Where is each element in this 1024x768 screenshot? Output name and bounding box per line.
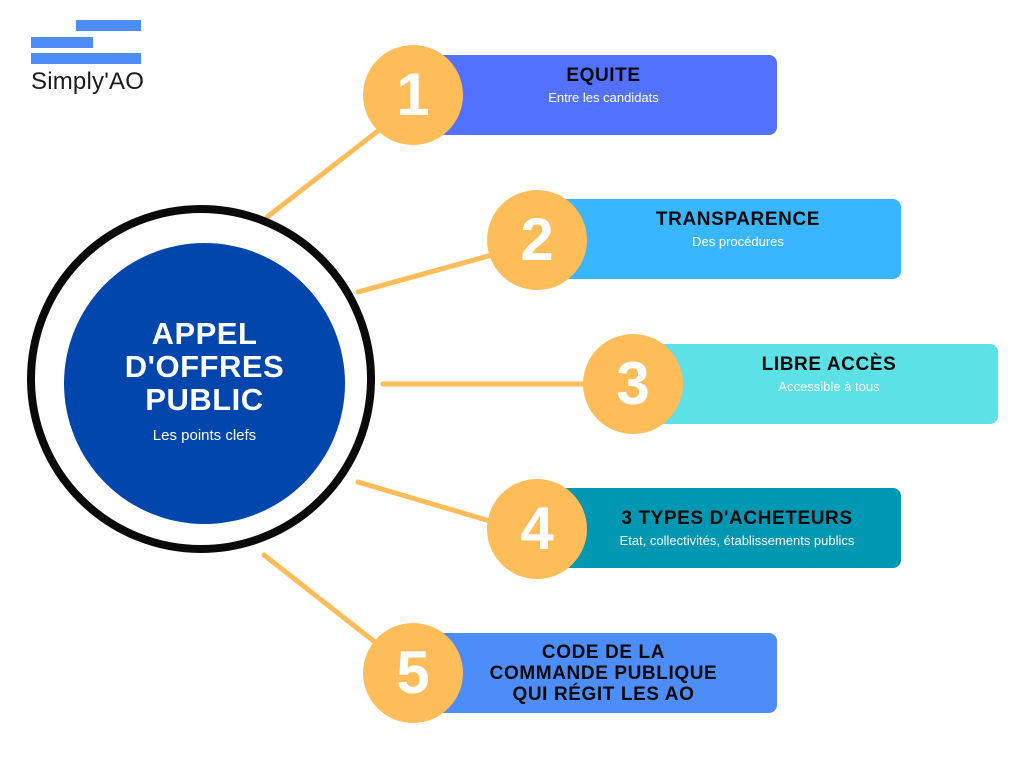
connector-line-1 [264, 117, 395, 220]
connector-line-5 [261, 552, 388, 653]
hub-circle: APPEL D'OFFRES PUBLIC Les points clefs [64, 243, 345, 524]
point-description: Entre les candidats [548, 90, 659, 105]
brand-name: Simply'AO [31, 68, 145, 95]
number-badge-2: 2 [487, 190, 587, 290]
point-card-equite: EQUITE Entre les candidats [430, 55, 777, 135]
connector-line-4 [355, 479, 513, 530]
point-card-acheteurs: 3 TYPES D'ACHETEURS Etat, collectivités,… [555, 488, 901, 568]
point-title: EQUITE [566, 65, 641, 86]
point-card-transparence: TRANSPARENCE Des procédures [555, 199, 901, 279]
point-description: Des procédures [692, 234, 784, 249]
number-badge-5: 5 [363, 623, 463, 723]
point-card-code-commande-publique: CODE DE LA COMMANDE PUBLIQUE QUI RÉGIT L… [430, 633, 777, 713]
point-title: 3 TYPES D'ACHETEURS [621, 507, 853, 529]
point-description: Etat, collectivités, établissements publ… [619, 532, 855, 548]
brand-logo: Simply'AO [31, 20, 146, 100]
point-description: Accessible à tous [778, 379, 880, 394]
number-badge-1: 1 [363, 45, 463, 145]
logo-bars-icon [31, 20, 141, 64]
point-title: TRANSPARENCE [655, 209, 821, 230]
connector-line-2 [355, 247, 513, 295]
number-badge-4: 4 [487, 479, 587, 579]
hub-title: APPEL D'OFFRES PUBLIC [124, 316, 285, 417]
point-title: LIBRE ACCÈS [761, 354, 897, 375]
point-card-libre-acces: LIBRE ACCÈS Accessible à tous [650, 344, 998, 424]
point-title: CODE DE LA COMMANDE PUBLIQUE QUI RÉGIT L… [489, 641, 718, 705]
hub-subtitle: Les points clefs [152, 427, 257, 444]
number-badge-3: 3 [583, 334, 683, 434]
